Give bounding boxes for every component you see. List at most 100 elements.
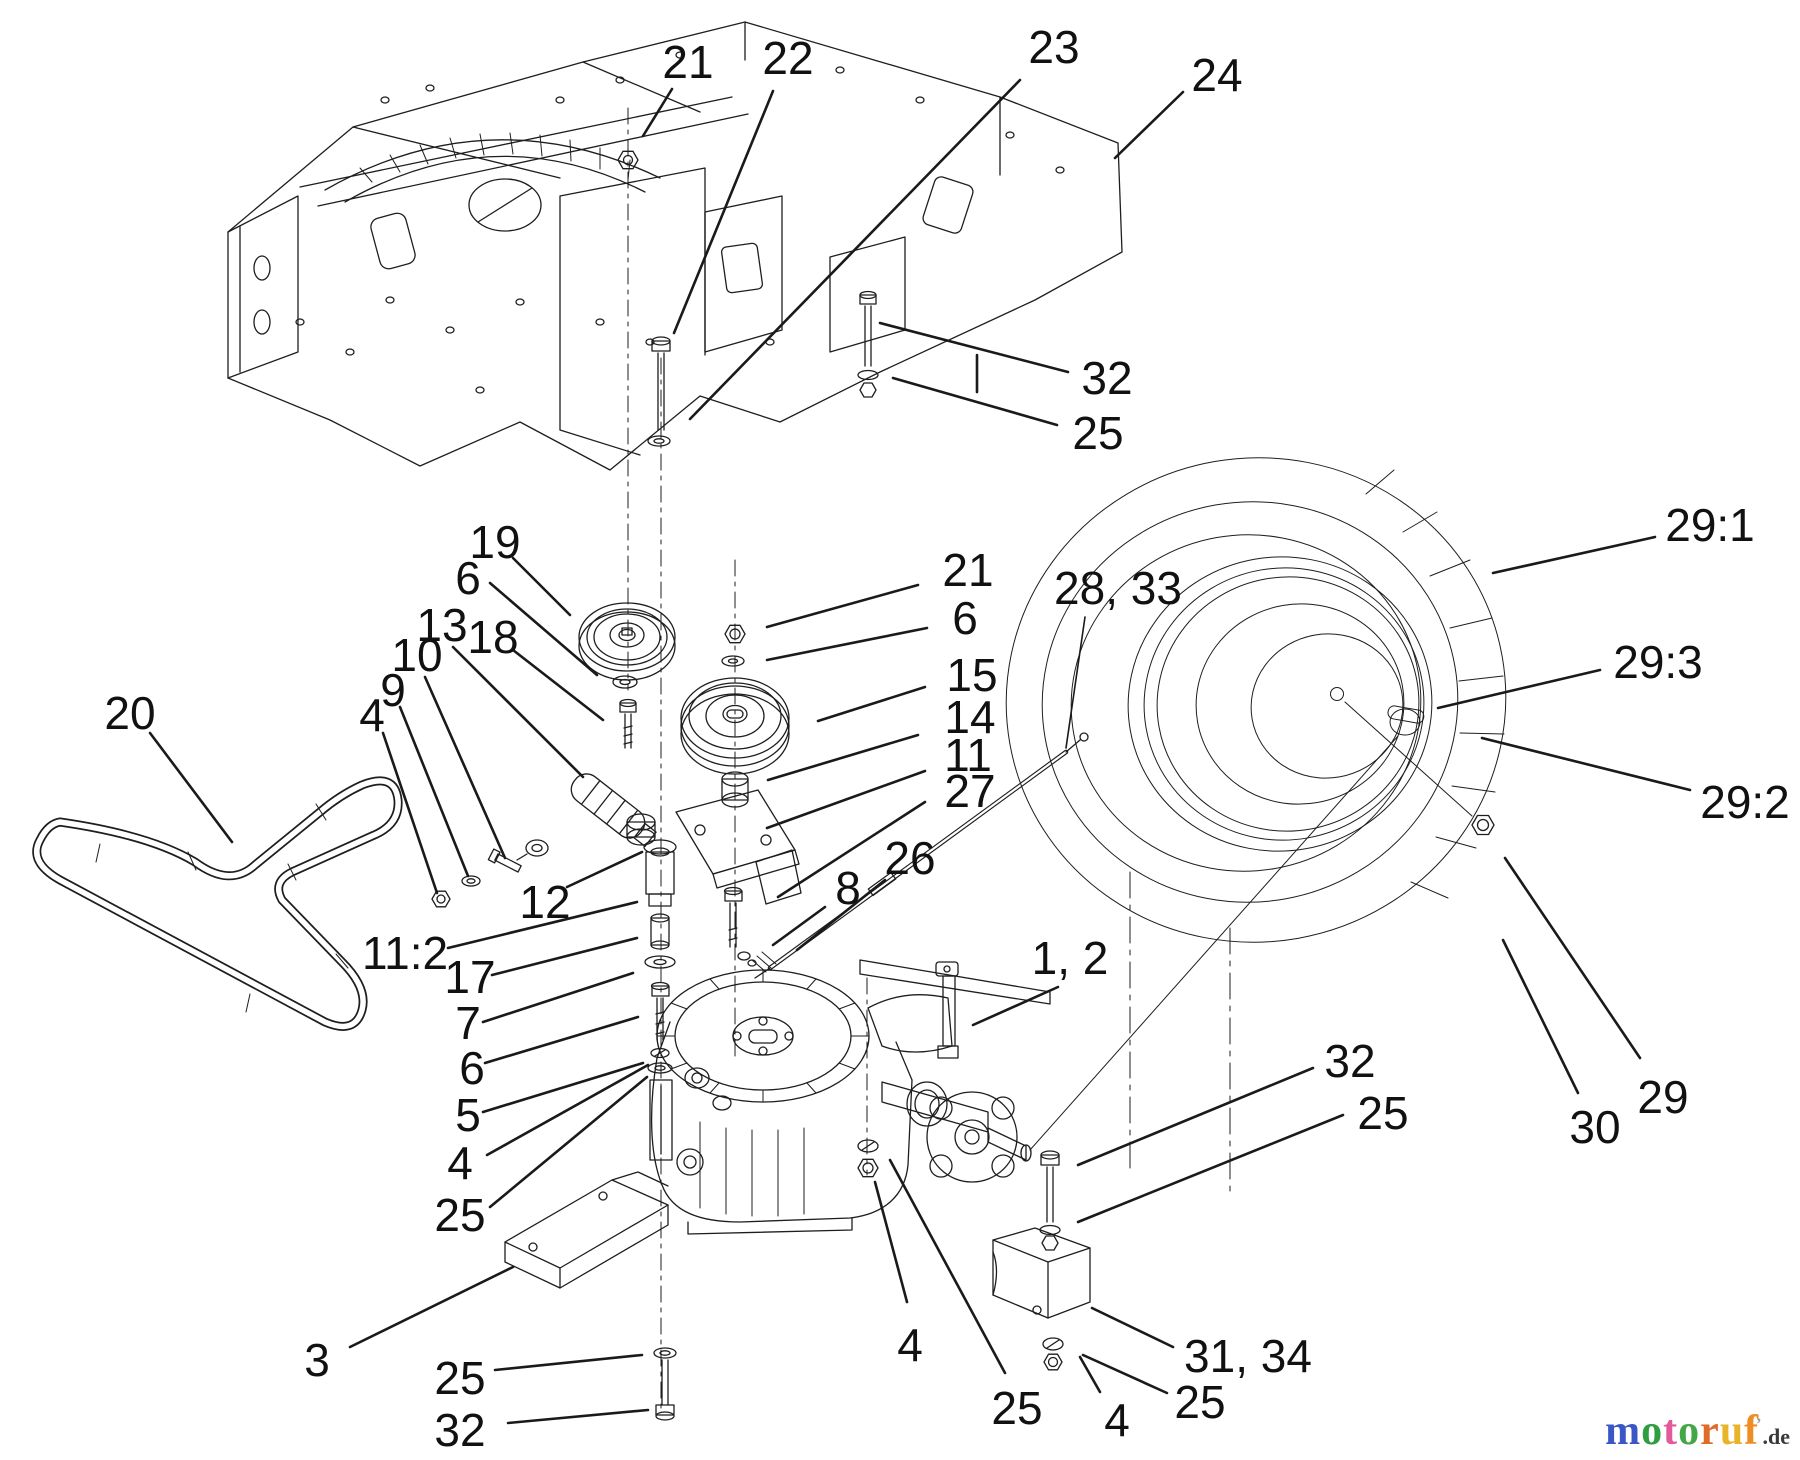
callout-leader: [888, 1158, 1007, 1375]
transaxle-pulley-15: [680, 624, 790, 948]
callout-leader: [446, 900, 639, 950]
callout-leader: [488, 1075, 649, 1209]
callout-leader: [816, 685, 927, 723]
watermark-letter: o: [1678, 1408, 1701, 1454]
bolt-22: [647, 336, 671, 447]
callout-leaders: [148, 78, 1692, 1425]
callout-label-11: 11: [944, 729, 992, 781]
baffle-plate-3: [504, 1171, 677, 1421]
callout-leader: [485, 1063, 650, 1157]
callout-label-29: 29: [1637, 1071, 1688, 1123]
callout-label-10: 10: [391, 629, 442, 681]
callout-label-18: 18: [467, 611, 518, 663]
callout-label-19: 19: [469, 516, 520, 568]
callout-leader: [348, 1265, 515, 1349]
callout-leader: [381, 731, 439, 895]
watermark-suffix: .de: [1762, 1424, 1791, 1449]
callout-label-26: 26: [884, 832, 935, 884]
callout-label-21: 21: [662, 36, 713, 88]
callout-label-4: 4: [447, 1137, 473, 1189]
callout-leader: [878, 321, 1070, 374]
drive-belt: [32, 776, 403, 1031]
callout-leader: [1076, 1066, 1315, 1167]
spacer-14: [721, 771, 749, 808]
callout-leader: [488, 581, 599, 677]
callout-leader: [1065, 616, 1086, 749]
callout-label-4: 4: [897, 1319, 923, 1371]
callout-leader: [481, 1061, 645, 1114]
callout-label-3: 3: [304, 1334, 330, 1386]
tire-tread: [1365, 469, 1505, 899]
callout-label-1-2: 1, 2: [1032, 932, 1109, 984]
callout-leader: [481, 971, 635, 1024]
callout-leader: [511, 648, 605, 722]
callout-leader: [1081, 1353, 1169, 1395]
callout-label-7: 7: [455, 997, 481, 1049]
callout-leader: [873, 1180, 909, 1304]
callout-leader: [483, 1015, 640, 1065]
callout-leader: [1501, 938, 1580, 1095]
callout-label-22: 22: [762, 32, 813, 84]
callout-label-29:3: 29:3: [1613, 636, 1703, 688]
callout-leader: [765, 583, 920, 629]
callout-leader: [565, 850, 644, 889]
callout-leader: [451, 645, 585, 779]
callout-leader: [672, 89, 775, 335]
callout-leader: [148, 731, 234, 844]
motoruf-watermark: motoruf’.de: [1605, 1410, 1790, 1452]
callout-label-6: 6: [952, 592, 978, 644]
callout-leader: [1480, 736, 1692, 792]
callout-leader: [1113, 90, 1185, 160]
chassis-frame: [227, 21, 1123, 471]
callout-leader: [423, 675, 507, 860]
callout-leader: [765, 769, 927, 830]
callout-label-25: 25: [434, 1189, 485, 1241]
callout-label-28-33: 28, 33: [1054, 562, 1182, 614]
callout-label-30: 30: [1569, 1101, 1620, 1153]
callout-leader: [490, 936, 639, 977]
callout-label-21: 21: [942, 544, 993, 596]
callout-label-11:2: 11:2: [362, 927, 448, 979]
watermark-letter: o: [1641, 1408, 1664, 1454]
callout-leader: [688, 78, 1022, 421]
callout-leader: [1076, 1113, 1345, 1224]
bolt-6: [650, 981, 670, 1041]
cover-31-34: [992, 1150, 1091, 1371]
watermark-letter: f: [1744, 1408, 1760, 1454]
callout-leader: [1491, 535, 1657, 575]
callout-leader: [1090, 1306, 1175, 1349]
callout-leader: [1503, 856, 1642, 1060]
callout-label-25: 25: [991, 1382, 1042, 1434]
transaxle-1-2: [650, 959, 1051, 1235]
callout-label-29:1: 29:1: [1665, 499, 1755, 551]
callout-label-6: 6: [455, 552, 481, 604]
bolt-11: [723, 886, 743, 948]
cover-bolt-32: [1039, 1150, 1061, 1251]
callout-label-4: 4: [359, 689, 385, 741]
callout-label-25: 25: [1357, 1087, 1408, 1139]
callout-label-9: 9: [380, 664, 406, 716]
lug-nut-30: [1471, 814, 1495, 836]
axis-centerlines: [627, 107, 1231, 1413]
bolt-32-bottom: [655, 1359, 675, 1421]
callout-leader: [641, 87, 674, 138]
callout-label-32: 32: [1324, 1035, 1375, 1087]
watermark-letter: t: [1663, 1408, 1679, 1454]
callout-leader: [795, 878, 887, 952]
callout-leader: [765, 626, 929, 662]
bolt-32-top: [857, 290, 879, 398]
wheel-hub: [926, 1091, 1032, 1183]
callout-label-13: 13: [416, 599, 467, 651]
watermark-letter: m: [1605, 1408, 1642, 1454]
callout-label-32: 32: [434, 1404, 485, 1456]
pivot-12: [643, 839, 677, 907]
callout-label-29:2: 29:2: [1700, 776, 1790, 828]
rear-wheel-29: [1005, 457, 1507, 1151]
callout-leader: [398, 705, 470, 878]
callout-label-31-34: 31, 34: [1184, 1330, 1312, 1382]
callout-label-8: 8: [835, 862, 861, 914]
callout-leader: [766, 733, 920, 782]
watermark-tick: ’: [1756, 1416, 1763, 1433]
